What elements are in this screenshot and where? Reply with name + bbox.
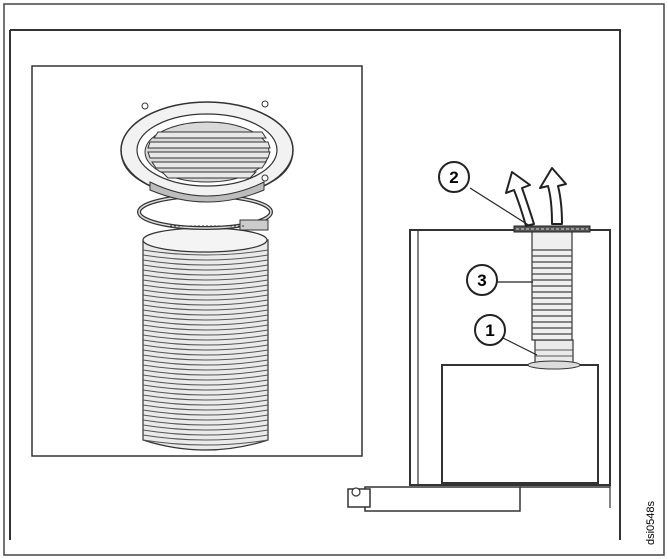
hose-rib: [142, 414, 269, 421]
hose-rib: [142, 399, 269, 406]
hose-rib: [142, 389, 269, 396]
hose-rib: [142, 274, 269, 281]
hose-rib: [142, 254, 269, 261]
hose-rib: [142, 359, 269, 366]
callout-leaders: [469, 187, 538, 356]
hose-rib: [142, 314, 269, 321]
furniture-outline: [9, 29, 621, 540]
hose-rib: [142, 374, 269, 381]
hose-rib: [142, 354, 269, 361]
air-flow-arrows: [505, 167, 567, 227]
hose-rib: [142, 379, 269, 386]
hose-rib: [142, 409, 269, 416]
callout-3-label: 3: [477, 271, 486, 290]
callout-1-label: 1: [485, 321, 494, 340]
hose-rib: [142, 249, 269, 256]
flexible-hose-detail: [142, 227, 269, 451]
figure-border: [3, 3, 665, 556]
hose-rib: [142, 304, 269, 311]
hose-rib: [142, 299, 269, 306]
hose-rib: [142, 319, 269, 326]
hose-rib: [142, 329, 269, 336]
hose-rib: [142, 424, 269, 431]
hose-rib: [142, 404, 269, 411]
heater-unit: [441, 364, 599, 484]
hose-rib: [142, 384, 269, 391]
installation-view: 2 3 1: [347, 161, 611, 512]
hose-rib: [142, 439, 269, 446]
vent-grille-detail: [120, 100, 294, 203]
hose-rib: [142, 289, 269, 296]
hose-rib: [142, 324, 269, 331]
hose-rib: [142, 259, 269, 266]
callout-2-label: 2: [449, 168, 458, 187]
callout-1: 1: [474, 314, 506, 346]
callout-3: 3: [466, 264, 498, 296]
hose-rib: [142, 334, 269, 341]
hose-rib: [142, 394, 269, 401]
hose-rib: [142, 419, 269, 426]
floor-duct: [347, 485, 611, 512]
flexible-hose-installed: [531, 229, 573, 341]
hose-rib: [142, 264, 269, 271]
hose-rib: [142, 279, 269, 286]
hose-rib: [142, 369, 269, 376]
figure-code: dsi0548s: [645, 500, 657, 545]
cabinet-outline: [409, 229, 611, 486]
hose-rib: [142, 269, 269, 276]
callout-2: 2: [438, 161, 470, 193]
detail-inset: [31, 65, 363, 457]
hose-rib: [142, 434, 269, 441]
vent-grille-installed: [513, 225, 591, 233]
hose-rib: [142, 429, 269, 436]
hose-rib: [142, 284, 269, 291]
hose-rib: [142, 339, 269, 346]
hose-rib: [142, 344, 269, 351]
hose-rib: [142, 294, 269, 301]
hose-rib: [142, 364, 269, 371]
hose-rib: [142, 349, 269, 356]
hose-rib: [142, 309, 269, 316]
